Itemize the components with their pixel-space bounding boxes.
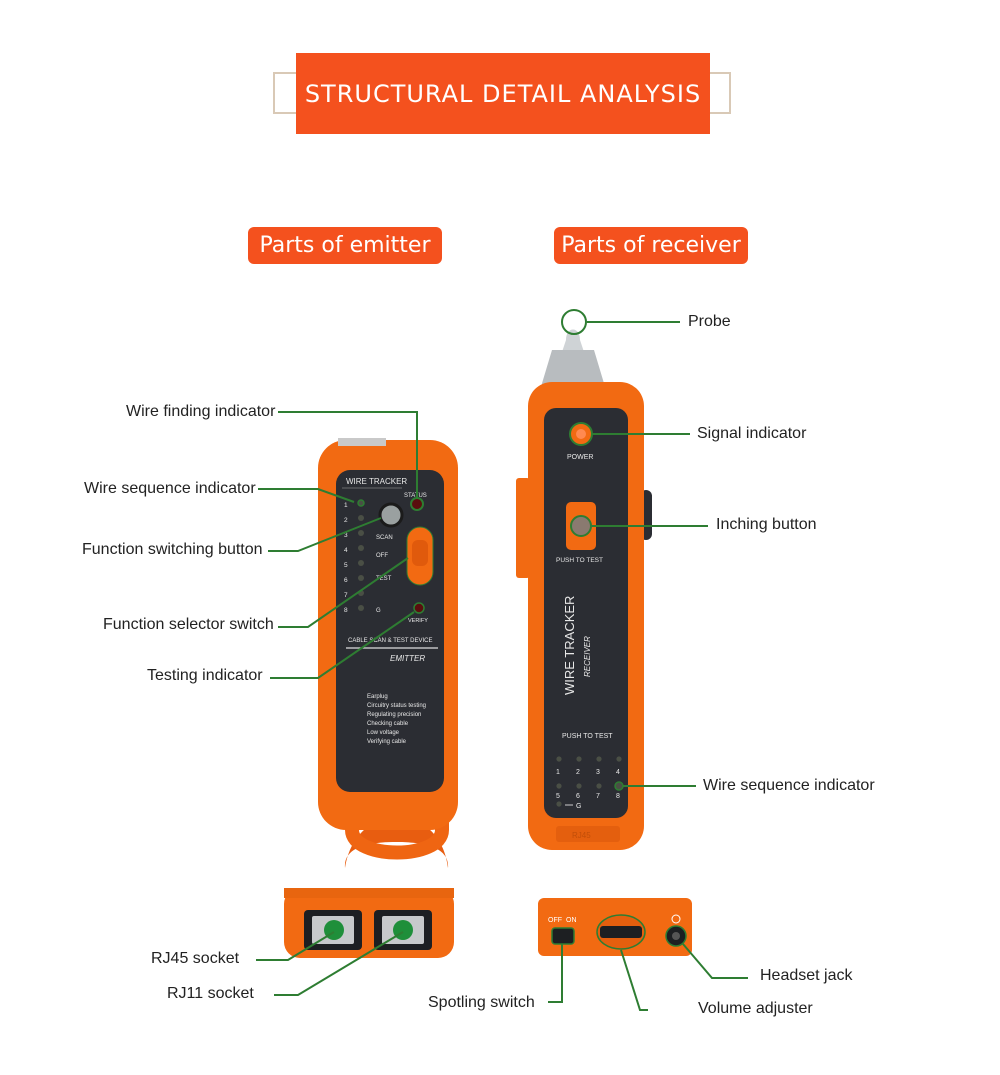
receiver-num-1: 1 xyxy=(556,769,560,776)
emitter-scan-label: SCAN xyxy=(376,535,393,541)
function-switching-button xyxy=(378,502,404,528)
emitter-model: EMITTER xyxy=(390,654,425,663)
emitter-status-label: STATUS xyxy=(404,493,427,499)
spotling-switch xyxy=(551,927,575,945)
receiver-ground-label: G xyxy=(576,803,581,810)
wire-sequence-indicator-label: Wire sequence indicator xyxy=(84,480,256,497)
volume-adjuster xyxy=(600,926,642,938)
function-switching-button-label: Function switching button xyxy=(82,541,263,558)
emitter-feature-list: Earplug Circuitry status testing Regulat… xyxy=(367,694,426,745)
emitter-device: WIRE TRACKER STATUS 1 2 3 4 5 6 7 8 SCAN… xyxy=(318,438,458,868)
rj11-socket-label: RJ11 socket xyxy=(167,985,254,1002)
spotling-switch-label: Spotling switch xyxy=(428,994,535,1011)
emitter-feature-4: Checking cable xyxy=(367,721,409,727)
probe-callout-ring xyxy=(561,309,587,335)
wire-finding-indicator-label: Wire finding indicator xyxy=(126,403,276,420)
receiver-num-5: 5 xyxy=(556,793,560,800)
receiver-num-4: 4 xyxy=(616,769,620,776)
receiver-model: RECEIVER xyxy=(583,636,592,677)
emitter-num-2: 2 xyxy=(344,517,348,524)
emitter-off-label: OFF xyxy=(376,553,388,559)
emitter-feature-1: Earplug xyxy=(367,694,388,700)
receiver-push-label-bottom: PUSH TO TEST xyxy=(562,733,613,740)
emitter-device-line: CABLE SCAN & TEST DEVICE xyxy=(348,638,432,644)
receiver-num-8: 8 xyxy=(616,793,620,800)
receiver-off-label: OFF xyxy=(548,917,562,924)
receiver-section-title: Parts of receiver xyxy=(554,227,748,264)
emitter-num-7: 7 xyxy=(344,592,348,599)
receiver-num-3: 3 xyxy=(596,769,600,776)
probe-label: Probe xyxy=(688,313,731,330)
receiver-panel xyxy=(544,408,628,818)
emitter-number-column: 1 2 3 4 5 6 7 8 xyxy=(344,502,348,614)
page-title: STRUCTURAL DETAIL ANALYSIS xyxy=(296,53,710,134)
receiver-num-2: 2 xyxy=(576,769,580,776)
receiver-power-label: POWER xyxy=(567,454,593,461)
callout-lines xyxy=(256,321,748,1011)
receiver-num-7: 7 xyxy=(596,793,600,800)
headset-jack-label: Headset jack xyxy=(760,967,853,984)
emitter-brand: WIRE TRACKER xyxy=(346,477,407,486)
emitter-section-title: Parts of emitter xyxy=(248,227,442,264)
emitter-test-label: TEST xyxy=(376,576,392,582)
emitter-feature-5: Low voltage xyxy=(367,730,400,736)
receiver-brand: WIRE TRACKER xyxy=(562,596,577,695)
emitter-num-6: 6 xyxy=(344,577,348,584)
receiver-wire-sequence-indicator-label: Wire sequence indicator xyxy=(703,777,875,794)
emitter-feature-3: Regulating precision xyxy=(367,712,421,718)
emitter-verify-label: VERIFY xyxy=(408,618,428,624)
emitter-num-4: 4 xyxy=(344,547,348,554)
emitter-num-3: 3 xyxy=(344,532,348,539)
emitter-sequence-leds xyxy=(357,499,365,611)
signal-indicator-label: Signal indicator xyxy=(697,425,807,442)
receiver-num-6: 6 xyxy=(576,793,580,800)
inching-button xyxy=(570,515,592,537)
inching-button-label: Inching button xyxy=(716,516,817,533)
volume-adjuster-label: Volume adjuster xyxy=(698,1000,813,1017)
rj45-socket-label: RJ45 socket xyxy=(151,950,240,967)
receiver-bottom-view: OFF ON xyxy=(538,898,692,956)
emitter-num-1: 1 xyxy=(344,502,348,509)
emitter-feature-6: Verifying cable xyxy=(367,739,407,745)
receiver-device: POWER PUSH TO TEST WIRE TRACKER RECEIVER… xyxy=(516,329,652,850)
emitter-feature-2: Circuitry status testing xyxy=(367,703,426,709)
probe-tip xyxy=(562,329,584,352)
function-selector-switch-label: Function selector switch xyxy=(103,616,274,633)
testing-indicator-label: Testing indicator xyxy=(147,667,263,684)
emitter-ground-label: G xyxy=(376,608,381,614)
emitter-bottom-view xyxy=(284,888,454,958)
emitter-num-5: 5 xyxy=(344,562,348,569)
receiver-rj45-mark: RJ45 xyxy=(572,831,591,840)
wire-finding-led xyxy=(410,497,424,511)
testing-indicator-led xyxy=(413,602,425,614)
receiver-on-label: ON xyxy=(566,917,577,924)
receiver-push-label-top: PUSH TO TEST xyxy=(556,557,603,564)
emitter-num-8: 8 xyxy=(344,607,348,614)
